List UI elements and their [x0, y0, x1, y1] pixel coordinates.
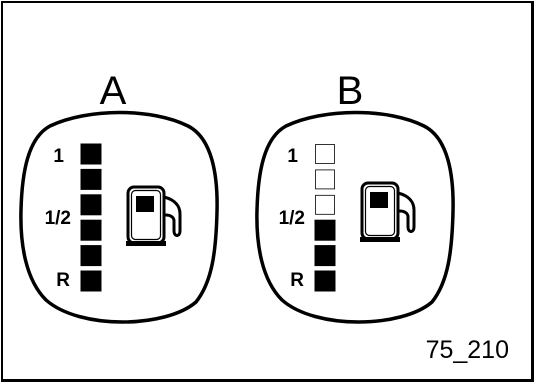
gauge-a-segment-filled: [80, 143, 102, 165]
gauge-b-segments: [314, 144, 336, 292]
panel-a: A 1 1/2 R: [19, 69, 219, 324]
gauge-a-segment-filled: [80, 194, 102, 216]
figure-code: 75_210: [426, 336, 509, 364]
panel-a-label: A: [100, 69, 127, 113]
gauge-b-segment-filled: [314, 245, 336, 267]
gauge-a-segment-filled: [80, 245, 102, 267]
gauge-b-segment-filled: [314, 270, 336, 292]
gauge-b-level-full: 1: [287, 146, 298, 167]
gauge-b-level-reserve: R: [290, 270, 304, 291]
gauge-a-outline: [19, 110, 219, 324]
gauge-a-level-full: 1: [53, 146, 64, 167]
gauge-a-segment-filled: [80, 270, 102, 292]
gauge-a-segment-filled: [80, 219, 102, 241]
gauge-b-segment-empty: [315, 144, 335, 164]
gauge-b-level-half: 1/2: [279, 208, 305, 229]
gauge-a-segments: [80, 143, 102, 292]
gauge-b-segment-empty: [315, 194, 335, 215]
panel-b-label: B: [337, 69, 364, 113]
gauge-b-segment-filled: [314, 219, 336, 241]
gauge-a-segment-filled: [80, 168, 102, 190]
gauge-a-level-half: 1/2: [45, 208, 71, 229]
panel-b: B 1 1/2 R: [255, 69, 455, 324]
gauge-b-segment-empty: [315, 169, 335, 190]
fuel-pump-icon: [124, 185, 182, 248]
fuel-pump-icon: [358, 181, 416, 244]
gauge-b-outline: [255, 110, 455, 324]
gauge-a-level-reserve: R: [56, 270, 70, 291]
